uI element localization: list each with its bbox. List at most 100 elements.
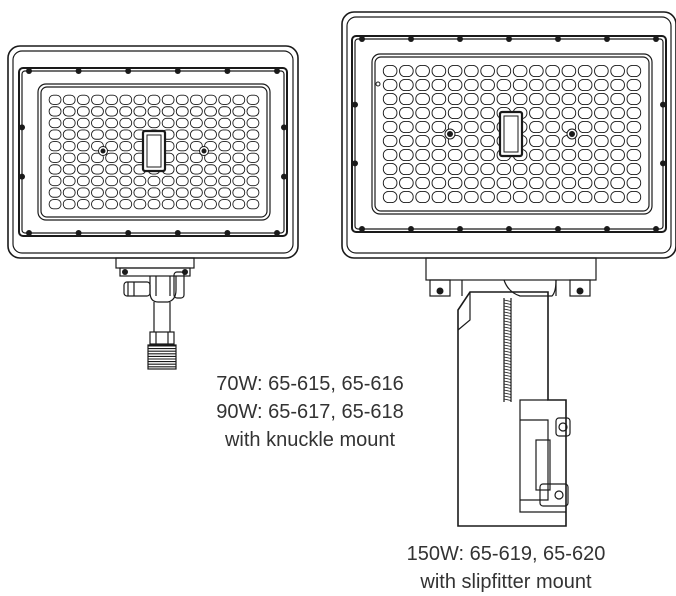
led-cell [246, 117, 260, 129]
screw [569, 131, 575, 137]
led-cell [119, 199, 133, 210]
led-cell [382, 162, 398, 176]
led-cell [415, 134, 430, 148]
led-cell [561, 148, 577, 162]
led-cell [218, 129, 232, 140]
led-cell [577, 106, 593, 120]
screw [125, 68, 132, 74]
led-cell [204, 187, 217, 198]
led-cell [415, 176, 430, 190]
led-cell [399, 78, 414, 92]
led-cell [190, 187, 203, 198]
led-cell [161, 106, 175, 117]
led-cell [204, 152, 217, 163]
led-cell [119, 129, 133, 140]
led-cell [415, 64, 430, 78]
screw [653, 226, 659, 232]
led-cell [610, 134, 625, 148]
led-cell [577, 92, 593, 106]
led-cell [464, 162, 479, 176]
led-cell [218, 106, 232, 117]
led-cell [610, 106, 625, 120]
screw [408, 226, 414, 232]
lens-panel [37, 83, 271, 221]
screw [19, 124, 25, 131]
led-cell [561, 64, 577, 78]
led-cell [62, 199, 76, 210]
knuckle-side-nut [173, 271, 185, 299]
knuckle-detail [155, 276, 171, 296]
serration [503, 377, 512, 380]
knuckle-body [149, 276, 177, 303]
led-cell [62, 106, 76, 117]
led-cell [62, 117, 76, 129]
led-cell [204, 117, 217, 129]
led-cell [147, 106, 161, 117]
housing-inner-outline [346, 16, 672, 254]
slipfitter-bolt-lower-ring [554, 490, 564, 500]
led-cell [105, 187, 118, 198]
led-cell [496, 92, 512, 106]
led-cell [147, 117, 161, 129]
led-cell [91, 152, 104, 163]
serration [503, 398, 512, 401]
led-cell [119, 117, 133, 129]
mount-foot-left [429, 279, 451, 297]
screw [604, 226, 610, 232]
slipfitter-bolt-lower [539, 483, 569, 507]
led-cell [133, 199, 147, 210]
led-cell [545, 92, 560, 106]
led-cell [246, 199, 260, 210]
led-cell [529, 120, 544, 134]
led-cell [610, 78, 625, 92]
led-cell [447, 148, 463, 162]
led-cell [545, 64, 560, 78]
screw [274, 68, 280, 74]
led-cell [232, 164, 246, 175]
serration [503, 320, 512, 323]
indicator-dot [375, 81, 381, 87]
small-fixture-drawing [7, 45, 299, 259]
led-cell [626, 64, 642, 78]
led-cell [62, 187, 76, 198]
led-cell [577, 162, 593, 176]
serration [503, 302, 512, 305]
led-cell [76, 129, 90, 140]
mount-foot-right [569, 279, 591, 297]
led-cell [447, 176, 463, 190]
led-cell [133, 175, 147, 187]
led-cell [480, 64, 495, 78]
led-cell [175, 94, 189, 105]
led-cell [594, 162, 609, 176]
knuckle-thread [148, 345, 176, 368]
led-cell [105, 199, 118, 210]
led-cell [161, 199, 175, 210]
led-cell [382, 92, 398, 106]
led-cell [91, 199, 104, 210]
screw [408, 36, 414, 42]
slipfitter-bolt-upper [555, 417, 571, 437]
led-cell [577, 120, 593, 134]
led-cell [512, 162, 528, 176]
led-cell [415, 190, 430, 204]
led-cell [62, 129, 76, 140]
led-cell [415, 120, 430, 134]
screw [506, 226, 512, 232]
mount-plate [115, 257, 195, 269]
led-cell [105, 117, 118, 129]
led-cell [399, 134, 414, 148]
led-cell [48, 187, 62, 198]
led-cell [91, 106, 104, 117]
led-cell [382, 64, 398, 78]
led-cell [561, 106, 577, 120]
led-cell [133, 94, 147, 105]
led-cell [594, 190, 609, 204]
led-cell [161, 117, 175, 129]
led-cell [190, 164, 203, 175]
led-cell [594, 148, 609, 162]
led-cell [577, 64, 593, 78]
led-cell [218, 117, 232, 129]
led-cell [529, 134, 544, 148]
screw [576, 287, 584, 295]
led-cell [232, 141, 246, 152]
